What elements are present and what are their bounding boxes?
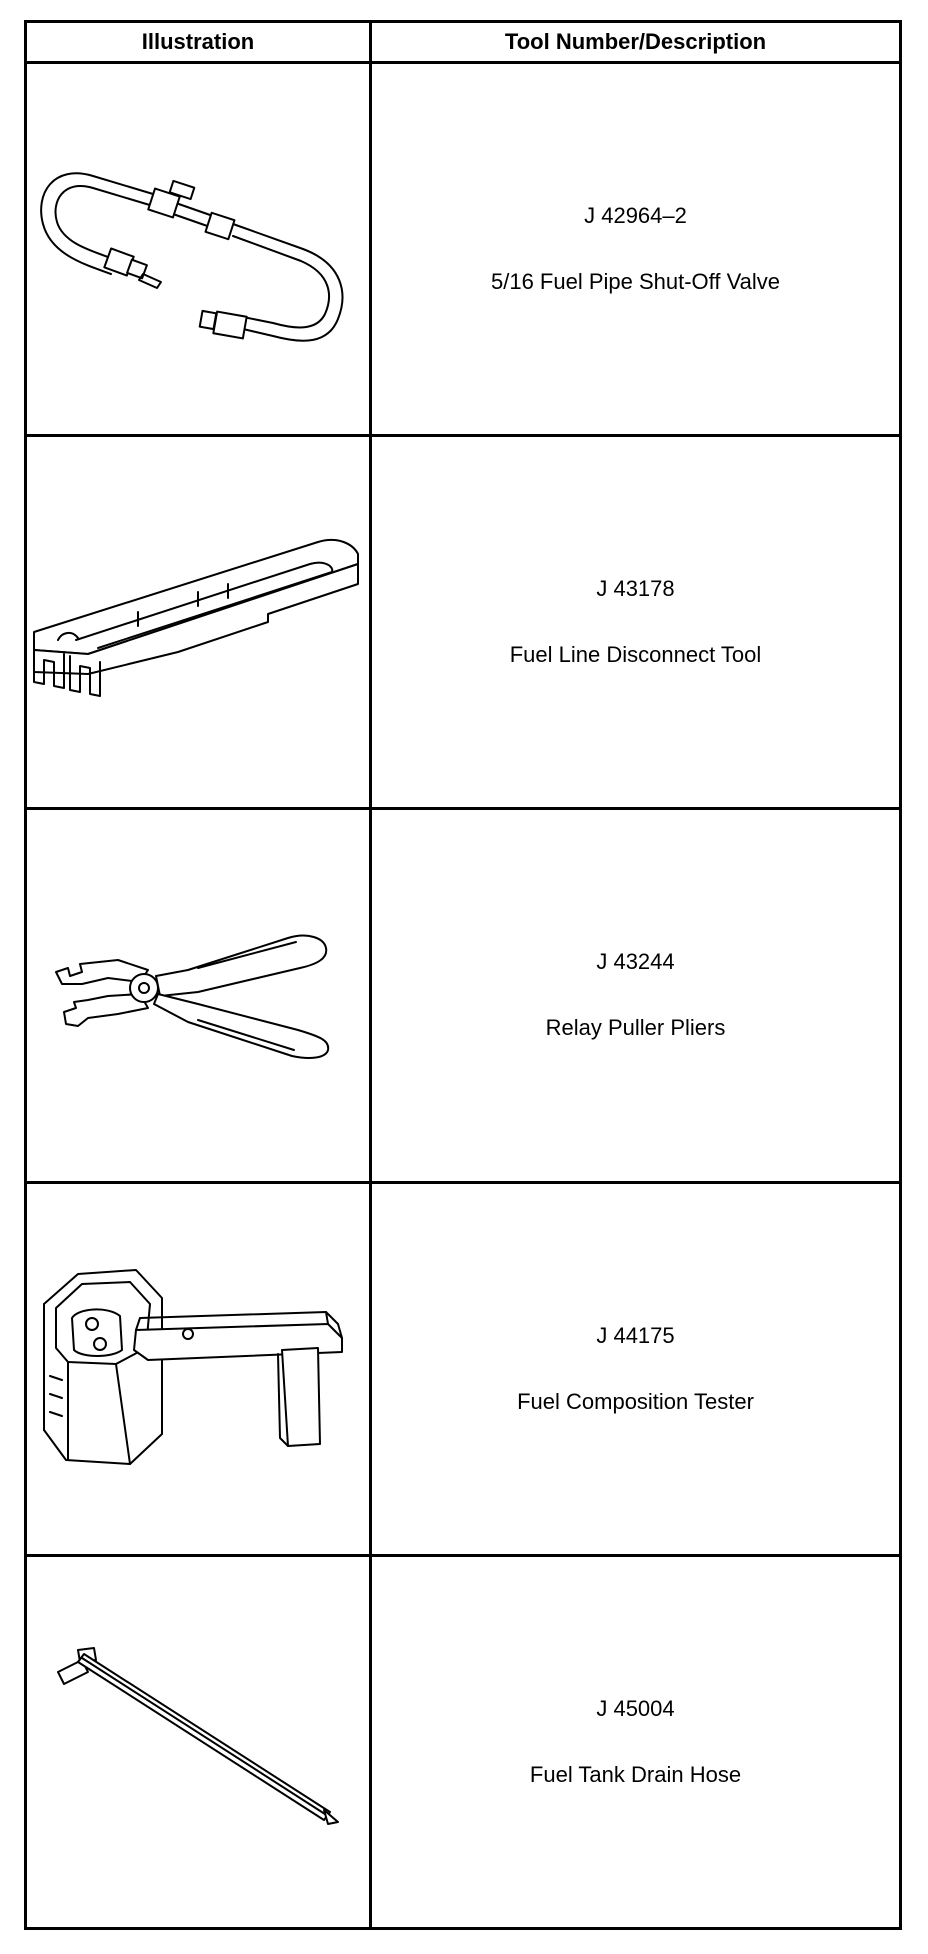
- header-row: Illustration Tool Number/Description: [24, 20, 902, 64]
- tool-number: J 44175: [596, 1322, 675, 1348]
- illustration-cell: [24, 1180, 372, 1557]
- tool-table: Illustration Tool Number/Description: [24, 20, 902, 1931]
- tool-description-cell: J 45004 Fuel Tank Drain Hose: [369, 1553, 902, 1931]
- tool-description: Fuel Composition Tester: [517, 1388, 754, 1414]
- table-row: J 45004 Fuel Tank Drain Hose: [24, 1553, 902, 1931]
- illustration-cell: [24, 60, 372, 438]
- fuel-composition-tester-icon: [43, 1268, 343, 1465]
- tool-description: 5/16 Fuel Pipe Shut-Off Valve: [490, 269, 781, 295]
- illustration-cell: [24, 807, 372, 1184]
- tool-number: J 43244: [596, 949, 675, 975]
- fuel-pipe-shutoff-valve-icon: [40, 172, 344, 342]
- table-row: J 43178 Fuel Line Disconnect Tool: [24, 434, 902, 811]
- table-row: J 43244 Relay Puller Pliers: [24, 807, 902, 1184]
- tool-description: Relay Puller Pliers: [545, 1015, 726, 1041]
- tool-description-cell: J 43244 Relay Puller Pliers: [369, 807, 902, 1184]
- relay-puller-pliers-icon: [55, 935, 330, 1060]
- illustration-cell: [24, 1553, 372, 1931]
- illustration-cell: [24, 434, 372, 811]
- header-illustration: Illustration: [24, 20, 372, 64]
- tool-description-cell: J 44175 Fuel Composition Tester: [369, 1180, 902, 1557]
- tool-description-cell: J 43178 Fuel Line Disconnect Tool: [369, 434, 902, 811]
- fuel-line-disconnect-tool-icon: [33, 539, 359, 698]
- fuel-tank-drain-hose-icon: [57, 1646, 339, 1825]
- tool-description-cell: J 42964–2 5/16 Fuel Pipe Shut-Off Valve: [369, 60, 902, 438]
- table-row: J 44175 Fuel Composition Tester: [24, 1180, 902, 1557]
- tool-number: J 45004: [596, 1695, 675, 1721]
- tool-description: Fuel Line Disconnect Tool: [509, 642, 762, 668]
- tool-number: J 42964–2: [584, 203, 687, 229]
- tool-description: Fuel Tank Drain Hose: [529, 1761, 742, 1787]
- table-row: J 42964–2 5/16 Fuel Pipe Shut-Off Valve: [24, 60, 902, 438]
- header-tool-number-description: Tool Number/Description: [369, 20, 902, 64]
- tool-number: J 43178: [596, 576, 675, 602]
